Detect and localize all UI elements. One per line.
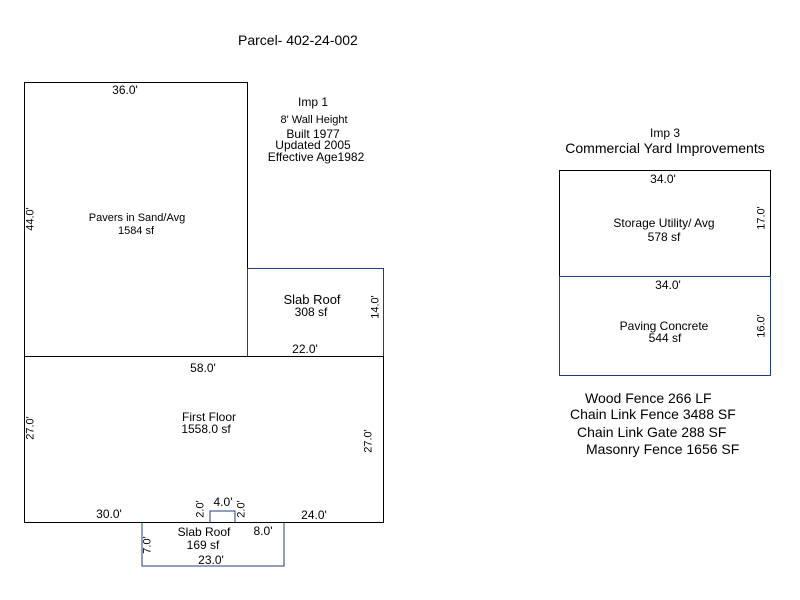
- paving-name: Paving Concrete: [619, 319, 709, 333]
- fence-qty: 288 SF: [681, 424, 727, 440]
- slab-roof-bottom-width-label: 23.0': [198, 553, 224, 567]
- pavers-name: Pavers in Sand/Avg: [88, 212, 186, 224]
- fence-chain-link: Chain Link Fence 3488 SF: [570, 407, 736, 421]
- fence-name: Chain Link Fence: [570, 406, 679, 422]
- fence-qty: 3488 SF: [682, 406, 736, 422]
- imp1-effective-age: Effective Age1982: [267, 150, 365, 164]
- slab-roof-top-width-label: 22.0': [292, 342, 318, 356]
- first-floor-notch-top-label: 4.0': [213, 495, 233, 509]
- slab-roof-bottom-sf: 169 sf: [186, 538, 220, 552]
- paving-width-label: 34.0': [655, 278, 681, 292]
- paving-height-label: 16.0': [755, 314, 768, 338]
- storage-width-label: 34.0': [650, 172, 676, 186]
- first-floor-bottom-right-label: 24.0': [301, 508, 327, 522]
- imp1-updated: Updated 2005: [275, 138, 351, 152]
- imp1-wall-height: 8' Wall Height: [280, 114, 348, 126]
- storage-name: Storage Utility/ Avg: [613, 216, 715, 230]
- pavers-sf: 1584 sf: [117, 225, 155, 237]
- fence-masonry: Masonry Fence 1656 SF: [586, 442, 739, 456]
- first-floor-area: [24, 356, 384, 523]
- fence-chain-link-gate: Chain Link Gate 288 SF: [577, 425, 726, 439]
- fence-name: Masonry Fence: [586, 441, 683, 457]
- pavers-width-label: 36.0': [112, 83, 138, 97]
- first-floor-sf: 1558.0 sf: [181, 422, 231, 436]
- fence-qty: 1656 SF: [686, 441, 740, 457]
- slab-roof-bottom-name: Slab Roof: [177, 525, 231, 539]
- imp1-heading: Imp 1: [297, 95, 329, 109]
- fence-wood: Wood Fence 266 LF: [585, 391, 712, 405]
- first-floor-name: First Floor: [182, 410, 236, 424]
- slab-roof-bottom-left-label: 7.0': [141, 536, 154, 554]
- first-floor-top-label: 58.0': [190, 361, 216, 375]
- fence-name: Wood Fence: [585, 390, 665, 406]
- imp3-heading: Imp 3: [649, 126, 681, 140]
- paving-sf: 544 sf: [648, 331, 682, 345]
- slab-roof-bottom-right-top-label: 8.0': [253, 524, 273, 538]
- slab-roof-top-name: Slab Roof: [283, 292, 341, 307]
- imp3-subtitle: Commercial Yard Improvements: [565, 140, 765, 156]
- slab-roof-top-sf: 308 sf: [294, 305, 328, 319]
- parcel-title: Parcel- 402-24-002: [238, 32, 358, 48]
- fence-qty: 266 LF: [668, 390, 712, 406]
- storage-height-label: 17.0': [755, 206, 768, 230]
- imp1-built: Built 1977: [286, 127, 340, 141]
- first-floor-bottom-left-label: 30.0': [96, 507, 122, 521]
- fence-name: Chain Link Gate: [577, 424, 678, 440]
- paving-concrete-area: [559, 276, 771, 376]
- storage-sf: 578 sf: [647, 230, 681, 244]
